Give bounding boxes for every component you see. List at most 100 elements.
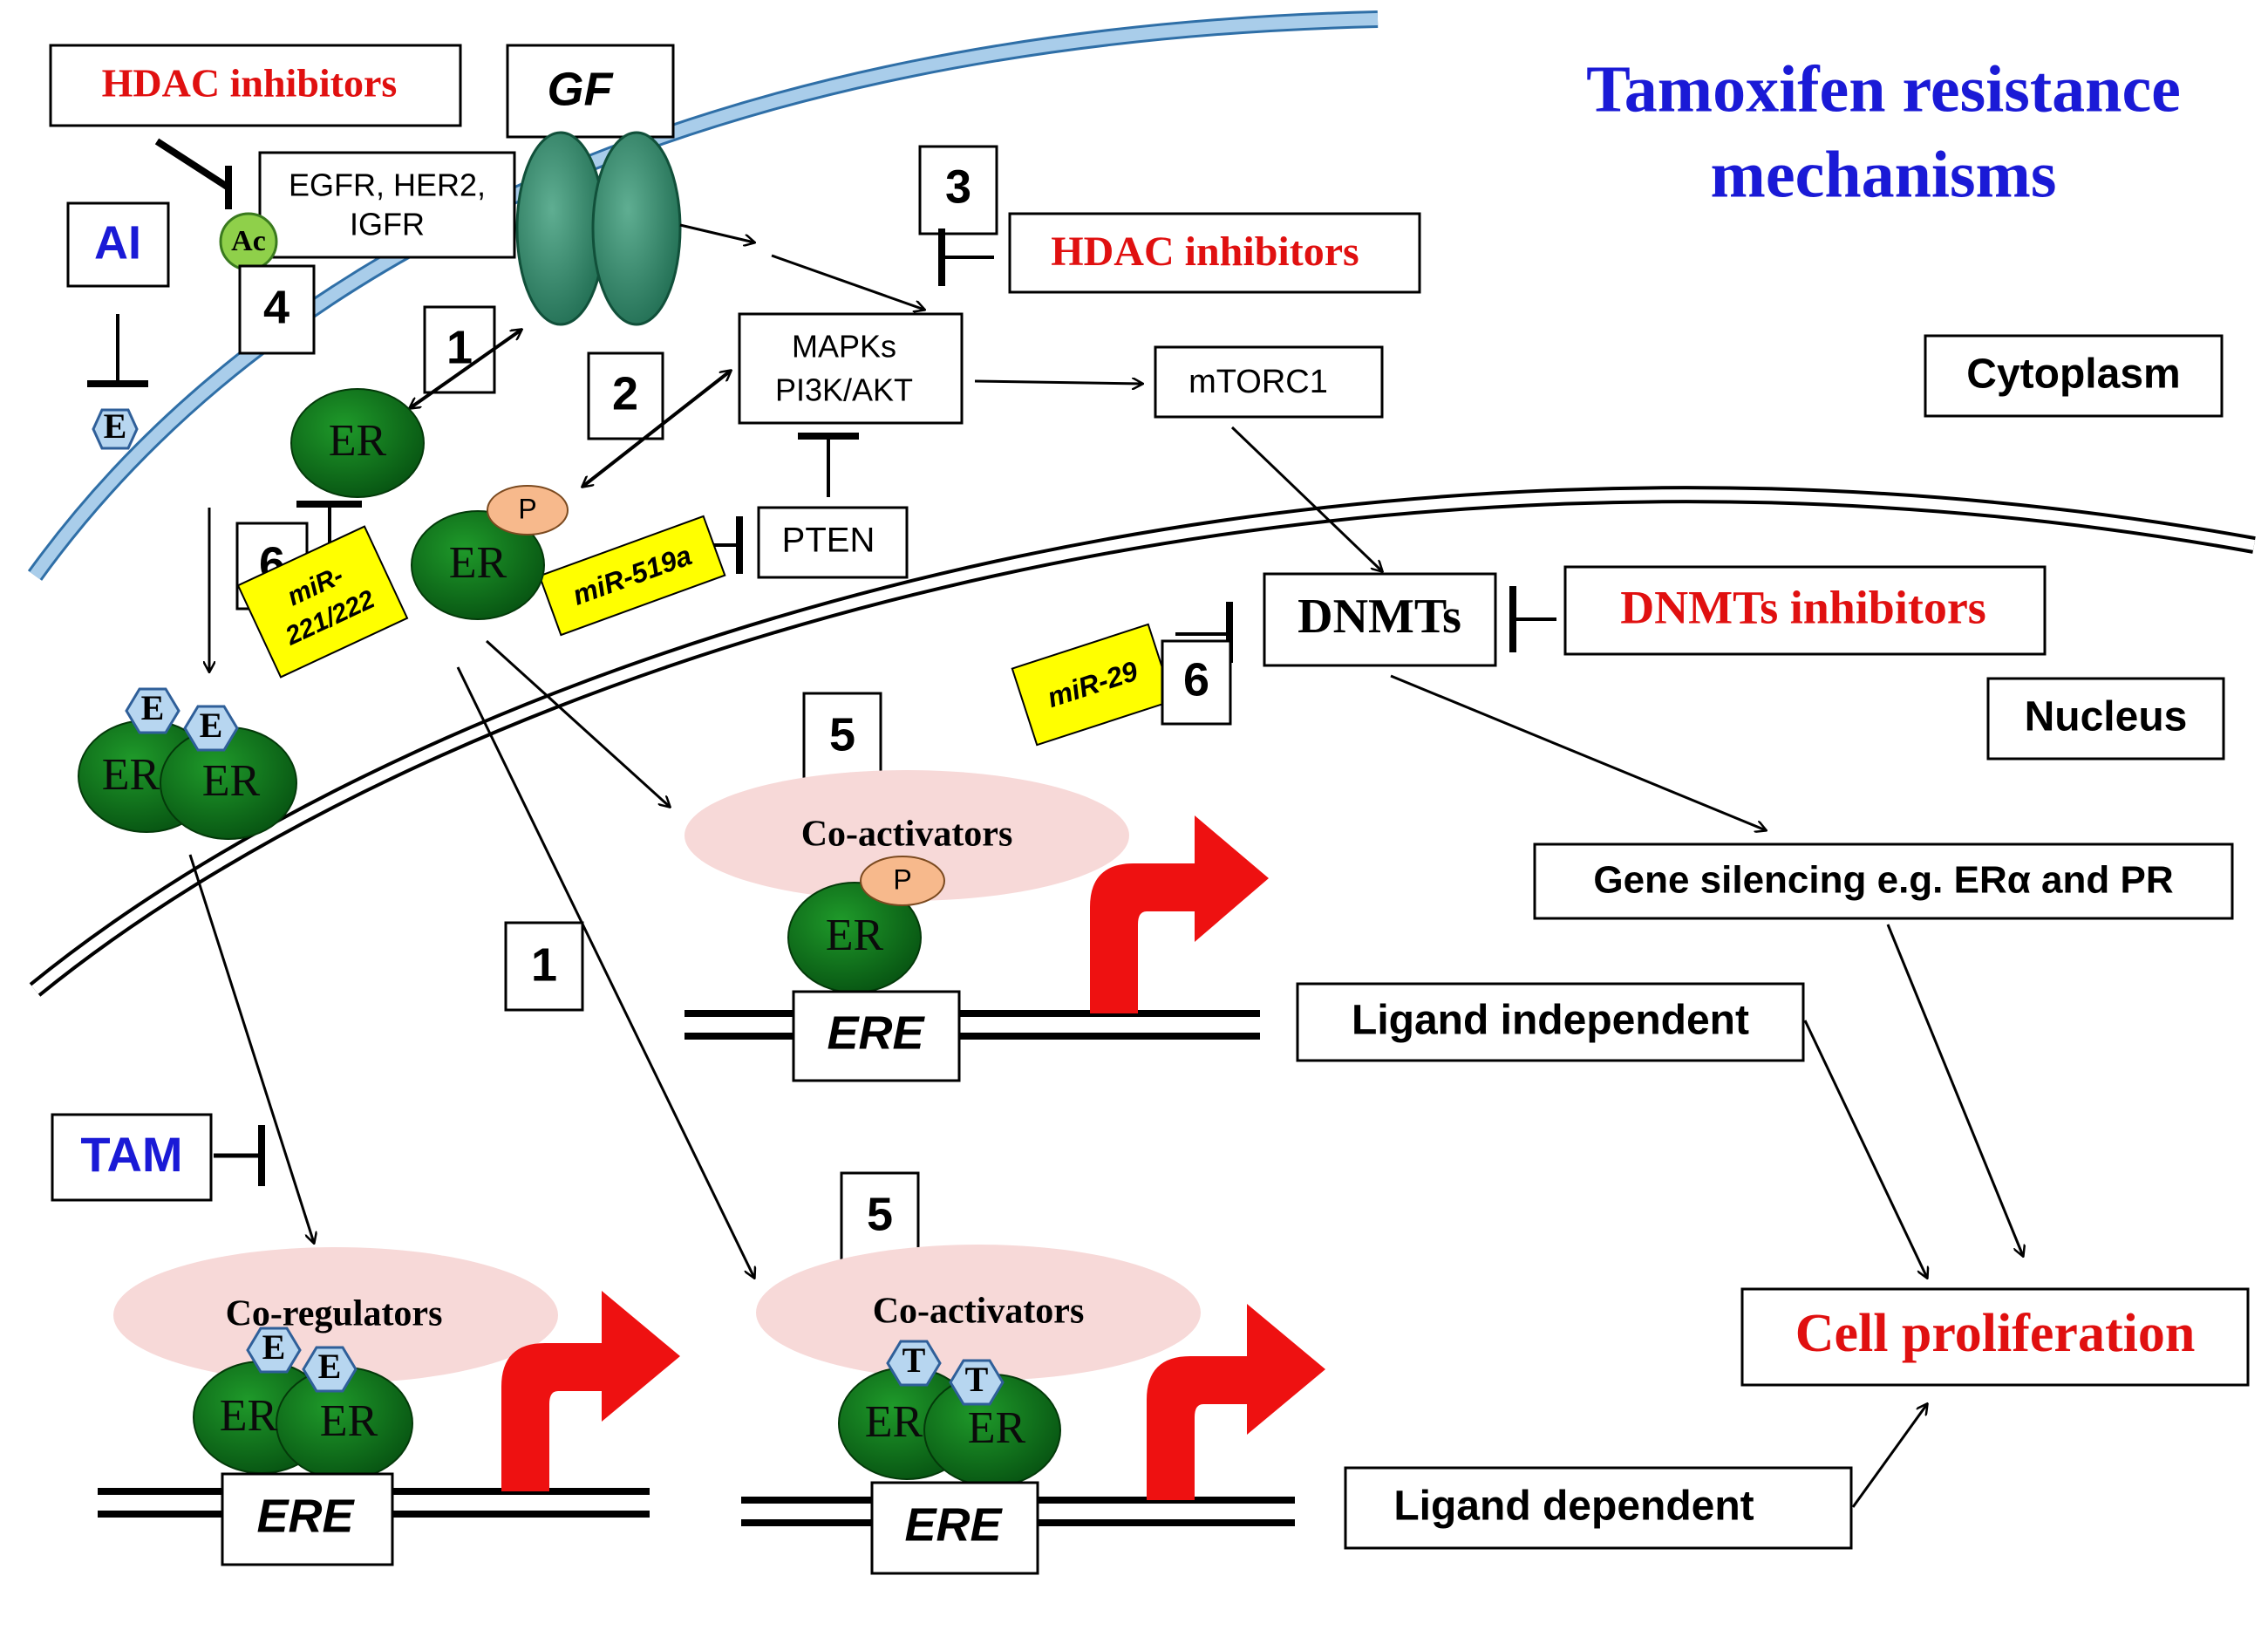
transcription-arrow-upper [1090,815,1269,1013]
number-1-lower-label: 1 [531,938,557,991]
number-5-upper-label: 5 [829,708,855,761]
transcription-arrow-lower-left [501,1291,680,1491]
er-dimer-estrogen-nucleus: ER ER E E [193,1327,413,1480]
estrogen-free-label: E [104,406,127,446]
number-badge-6-right: 6 [1161,639,1232,726]
number-5-lower-label: 5 [867,1188,893,1240]
number-2-label: 2 [612,367,638,420]
er-dimer-tam-label-1: ER [865,1397,923,1447]
ligand-independent-box: Ligand independent [1296,982,1805,1062]
dnmts-box: DNMTs [1263,572,1497,667]
ai-inhibition-line [87,314,148,387]
ligand-dependent-box: Ligand dependent [1344,1466,1853,1550]
cell-proliferation-box: Cell proliferation [1740,1287,2250,1387]
coactivators-upper-label: Co-activators [801,815,1013,855]
estrogen-cyto-label-2: E [200,706,223,745]
coactivators-lower-label: Co-activators [873,1292,1085,1332]
gf-box: GF [506,44,675,139]
number-badge-1-lower: 1 [504,921,584,1012]
arrow-ligand-independent-proliferation [1803,1020,1927,1278]
growth-factor-receptor [515,131,682,326]
mirna-519a: miR-519a [538,515,726,637]
hdac-inhibition-line [154,138,232,209]
receptors-label-line2: IGFR [350,207,425,242]
ere-box-upper: ERE [792,990,961,1082]
acetyl-group: Ac [219,212,278,271]
mapk-box: MAPKs PI3K/AKT [738,312,964,425]
number-badge-1-top: 1 [423,305,496,394]
arrow-er-p-to-coactivators [485,639,670,807]
tamoxifen-label-2: T [965,1360,989,1399]
phospho-nucleus-label: P [893,863,911,895]
receptors-label-line1: EGFR, HER2, [289,167,486,203]
hdac-inhibitors-top-label: HDAC inhibitors [102,61,398,106]
arrow-mapk-er [582,371,731,487]
estrogen-nuc-label-2: E [318,1347,342,1386]
number-badge-5-upper: 5 [802,692,882,782]
arrow-gene-silencing-proliferation [1886,924,2023,1256]
number-badge-2: 2 [587,351,664,440]
phospho-label: P [518,493,536,524]
coregulators-label: Co-regulators [226,1294,443,1334]
mtorc1-box: mTORC1 [1154,345,1384,419]
arrow-to-mapk [771,254,924,310]
ere-box-lower-left: ERE [221,1472,394,1566]
er-phospho-nucleus: ER P [787,856,945,993]
dnmts-inhibitors-label: DNMTs inhibitors [1620,581,1986,633]
ere-upper-label: ERE [827,1006,925,1059]
hdac-inhibitors-top-box: HDAC inhibitors [49,44,462,127]
mir519a-inhibition-line [711,516,743,574]
diagram-title-line2: mechanisms [1711,138,2057,211]
hdac-inhibitors-mid-label: HDAC inhibitors [1051,229,1359,275]
diagram-title-line1: Tamoxifen resistance [1586,52,2181,126]
nucleus-label: Nucleus [2025,694,2188,740]
gene-silencing-label: Gene silencing e.g. ERα and PR [1593,859,2173,902]
arrow-receptor-right [679,223,754,242]
ere-box-lower-middle: ERE [870,1481,1039,1575]
cytoplasm-box: Cytoplasm [1924,334,2224,418]
er-dimer-estrogen-cytoplasm: ER ER E E [78,687,297,840]
er-phospho-nucleus-label: ER [826,911,884,960]
pten-label: PTEN [782,522,875,560]
number-3-label: 3 [945,160,971,213]
cytoplasm-label: Cytoplasm [1966,351,2180,398]
transcription-arrow-lower-middle [1147,1304,1325,1500]
arrow-mtorc1-dnmts [1230,426,1382,571]
arrow-dnmts-gene-silencing [1390,674,1766,830]
receptors-box: EGFR, HER2, IGFR [258,151,516,259]
mirna-29: miR-29 [1011,623,1175,747]
tam-inhibition-line [214,1125,265,1186]
hdac-mid-inhibition-line [938,229,994,286]
gf-label: GF [548,63,615,115]
nucleus-box: Nucleus [1986,677,2225,761]
arrow-ligand-dependent-proliferation [1851,1404,1927,1508]
er-phosphorylated-label: ER [449,538,507,588]
ai-box: AI [66,201,170,288]
ligand-dependent-label: Ligand dependent [1393,1484,1754,1530]
arrow-dimer-to-coregulators [188,854,314,1243]
er-phosphorylated: ER P [411,485,569,620]
mirna-221-222: miR- 221/222 [236,525,409,679]
er-dimer-cyto-label-2: ER [202,756,261,806]
number-4-label: 4 [263,281,289,333]
number-6-right-label: 6 [1183,653,1209,706]
nuclear-envelope [29,486,2256,997]
estrogen-cyto-label-1: E [141,688,165,727]
number-badge-3: 3 [918,145,998,235]
er-dimer-nuc-label-2: ER [320,1396,378,1446]
mtorc1-label: mTORC1 [1188,364,1328,400]
er-membrane-label: ER [329,416,387,466]
dna-strand-upper [684,1010,1260,1040]
mapk-label-line1: MAPKs [792,329,896,365]
ligand-independent-label: Ligand independent [1352,998,1749,1044]
number-badge-4: 4 [238,264,316,355]
mapk-label-line2: PI3K/AKT [775,372,913,408]
number-badge-5-lower: 5 [840,1171,920,1262]
coactivators-complex-upper: Co-activators [684,770,1129,901]
er-dimer-nuc-label-1: ER [220,1391,278,1441]
er-dimer-cyto-label-1: ER [102,750,160,800]
arrow-receptor-er [410,330,521,408]
gene-silencing-box: Gene silencing e.g. ERα and PR [1533,842,2234,920]
arrow-er-p-to-lower-coactivators [456,666,754,1278]
